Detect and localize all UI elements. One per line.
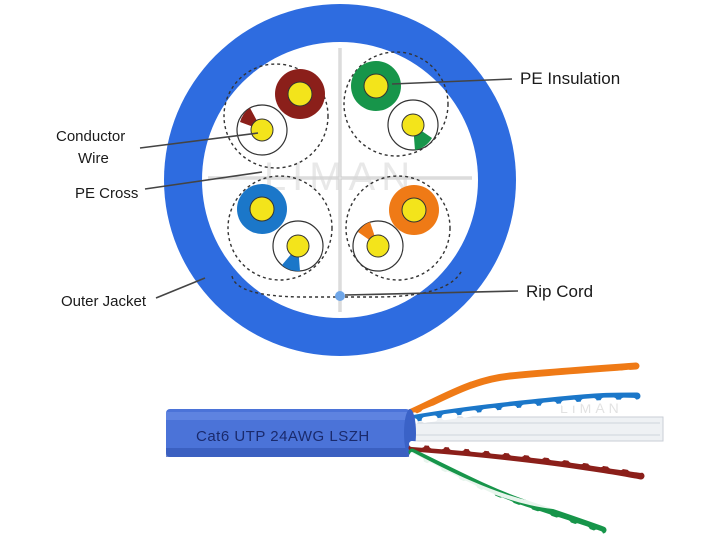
- watermark-text: LIMAN: [264, 155, 416, 199]
- blue-pair: [227, 175, 333, 281]
- pair-shield-dashed: [227, 175, 333, 281]
- label-rip-cord: Rip Cord: [526, 282, 593, 301]
- orange-pair: [345, 175, 451, 281]
- callout-line-pe-insulation: [391, 78, 513, 85]
- pair-shield-dashed: [223, 63, 329, 169]
- conductor-wire: [250, 118, 274, 142]
- label-outer-jacket: Outer Jacket: [61, 293, 147, 310]
- rip-cord: [335, 291, 345, 301]
- brown-twisted-pair: [408, 441, 645, 480]
- pair-shield-dashed: [345, 175, 451, 281]
- cable-jacket-shadow: [166, 448, 410, 457]
- callout-line-outer-jacket: [155, 277, 206, 299]
- conductor-wire: [287, 81, 313, 107]
- label-conductor-wire-line2: Wire: [78, 150, 109, 167]
- green-pair: [343, 51, 449, 157]
- cable-side-view: LIMAN Cat6 UTP 24AWG LSZH: [166, 362, 664, 537]
- cable-print-text: Cat6 UTP 24AWG LSZH: [196, 428, 370, 445]
- brown-pair: [223, 63, 329, 169]
- conductor-wire: [401, 197, 427, 223]
- pe-cross-separator: [208, 48, 472, 312]
- conductor-wire: [401, 113, 425, 137]
- label-pe-cross: PE Cross: [75, 185, 138, 202]
- blue-twisted-pair: [401, 392, 641, 426]
- callout-line-conductor-wire: [139, 132, 259, 149]
- orange-twisted-pair: [401, 362, 640, 421]
- label-pe-insulation: PE Insulation: [520, 69, 620, 88]
- conductor-wire: [363, 73, 389, 99]
- conductor-wire: [366, 234, 390, 258]
- conductor-wire: [286, 234, 310, 258]
- cable-cross-section: LIMAN: [164, 4, 516, 356]
- cable-jacket-body: [166, 409, 410, 457]
- green-twisted-pair: [408, 448, 612, 537]
- conductor-wire: [249, 196, 275, 222]
- cable-jacket-highlight: [166, 412, 410, 420]
- callouts: PE Insulation Conductor Wire PE Cross Ou…: [56, 69, 620, 310]
- callout-line-pe-cross: [144, 171, 263, 190]
- label-conductor-wire-line1: Conductor: [56, 128, 125, 145]
- pair-shield-dashed: [343, 51, 449, 157]
- callout-line-rip-cord: [344, 290, 519, 296]
